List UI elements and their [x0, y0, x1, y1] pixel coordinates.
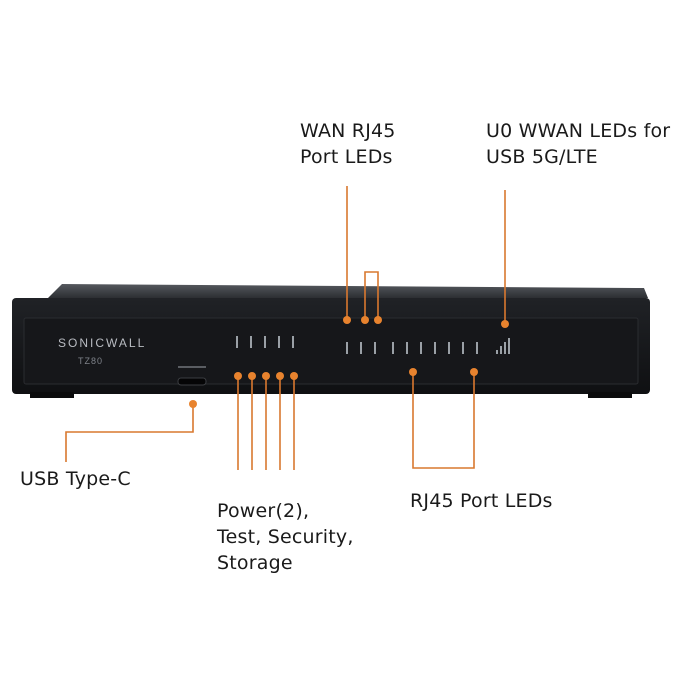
callout-dot [234, 372, 242, 380]
callout-dots [189, 316, 509, 408]
label-usb-type-c: USB Type-C [20, 466, 131, 492]
status-led-group [236, 336, 294, 348]
callout-dot [374, 316, 382, 324]
front-bezel [23, 317, 639, 385]
sonicwall-logo-text: SONICWALL [58, 336, 147, 350]
label-line: RJ45 Port LEDs [410, 490, 553, 512]
label-line: Port LEDs [300, 146, 393, 168]
chassis-top [48, 284, 648, 298]
port-led-mark [448, 342, 450, 354]
port-led-mark [462, 342, 464, 354]
callout-dot [409, 368, 417, 376]
label-line: U0 WWAN LEDs for [486, 120, 671, 142]
callout-lines [65, 186, 506, 470]
callout-dot [276, 372, 284, 380]
callout-dot [290, 372, 298, 380]
wwan-signal-icon [496, 338, 510, 354]
callout-dot [189, 400, 197, 408]
status-led-mark [250, 336, 252, 348]
callout-line-usb [65, 404, 194, 462]
callout-dot [343, 316, 351, 324]
callout-line-wan-pair [364, 271, 379, 320]
signal-bar [500, 346, 502, 354]
port-led-mark [346, 342, 348, 354]
port-led-mark [360, 342, 362, 354]
rj45-led-group [346, 342, 478, 354]
signal-bar [508, 338, 510, 354]
port-led-mark [374, 342, 376, 354]
callout-dot [470, 368, 478, 376]
status-led-mark [278, 336, 280, 348]
status-led-mark [264, 336, 266, 348]
status-led-mark [292, 336, 294, 348]
port-led-mark [392, 342, 394, 354]
label-line: WAN RJ45 [300, 120, 396, 142]
chassis-foot-right [588, 392, 632, 398]
status-led-mark [236, 336, 238, 348]
label-wan-rj45-port-leds: WAN RJ45 Port LEDs [300, 118, 396, 170]
label-line: Power(2), [217, 500, 310, 522]
model-series-text: TZ80 [78, 356, 104, 366]
port-led-mark [420, 342, 422, 354]
callout-dot [262, 372, 270, 380]
usb-c-label-mark [178, 366, 206, 368]
callout-line-rj45 [412, 372, 475, 469]
callout-dot [361, 316, 369, 324]
port-led-mark [406, 342, 408, 354]
label-status-leds: Power(2), Test, Security, Storage [217, 498, 354, 576]
label-line: USB 5G/LTE [486, 146, 598, 168]
signal-bar [496, 350, 498, 354]
callout-dot [248, 372, 256, 380]
callout-dot [501, 320, 509, 328]
chassis-foot-left [30, 392, 74, 398]
label-line: Test, Security, [217, 526, 354, 548]
label-line: USB Type-C [20, 468, 131, 490]
port-led-mark [434, 342, 436, 354]
signal-bar [504, 342, 506, 354]
label-rj45-port-leds: RJ45 Port LEDs [410, 488, 553, 514]
label-line: Storage [217, 552, 293, 574]
usb-c-port [177, 377, 207, 386]
label-wwan-leds: U0 WWAN LEDs for USB 5G/LTE [486, 118, 670, 170]
port-led-mark [476, 342, 478, 354]
